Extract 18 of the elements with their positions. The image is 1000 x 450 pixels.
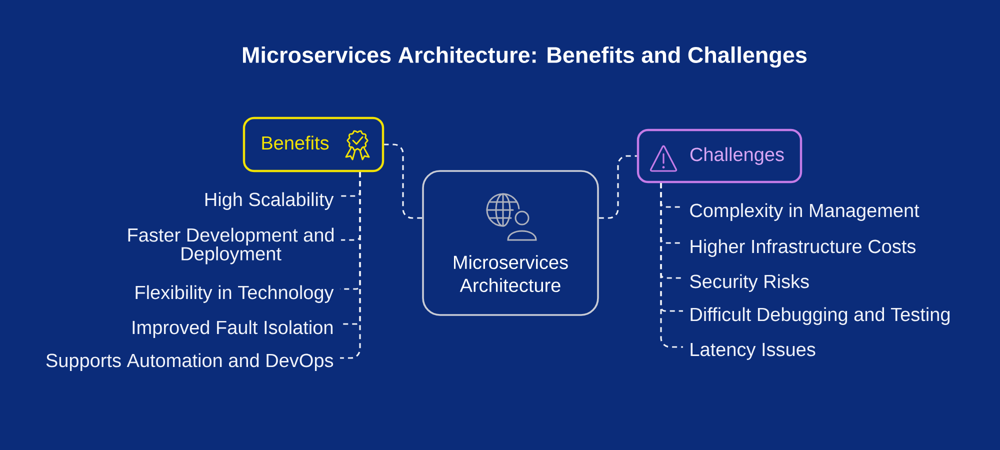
topic-box: Microservices Architecture — [422, 170, 599, 316]
title: Microservices Architecture: Benefits and Challenges — [243, 46, 807, 68]
list-item: Improved Fault Isolation — [132, 320, 333, 338]
list-item: Latency Issues — [690, 342, 816, 360]
list-item: Difficult Debugging and Testing — [690, 307, 950, 325]
list-item: High Scalability — [205, 192, 334, 210]
heading-box: Benefits — [242, 116, 384, 172]
heading-box: Challenges — [636, 128, 802, 184]
connector — [384, 144, 422, 219]
list-item: Security Risks — [690, 274, 809, 292]
list-item: Supports Automation and DevOps — [46, 353, 334, 371]
list-item: Faster Development and Deployment — [128, 228, 334, 264]
connector — [660, 183, 683, 348]
connector — [340, 172, 361, 359]
list-item: Flexibility in Technology — [136, 285, 334, 303]
connector — [598, 155, 637, 219]
list-item: Higher Infrastructure Costs — [690, 239, 916, 257]
list-item: Complexity in Management — [690, 203, 920, 221]
